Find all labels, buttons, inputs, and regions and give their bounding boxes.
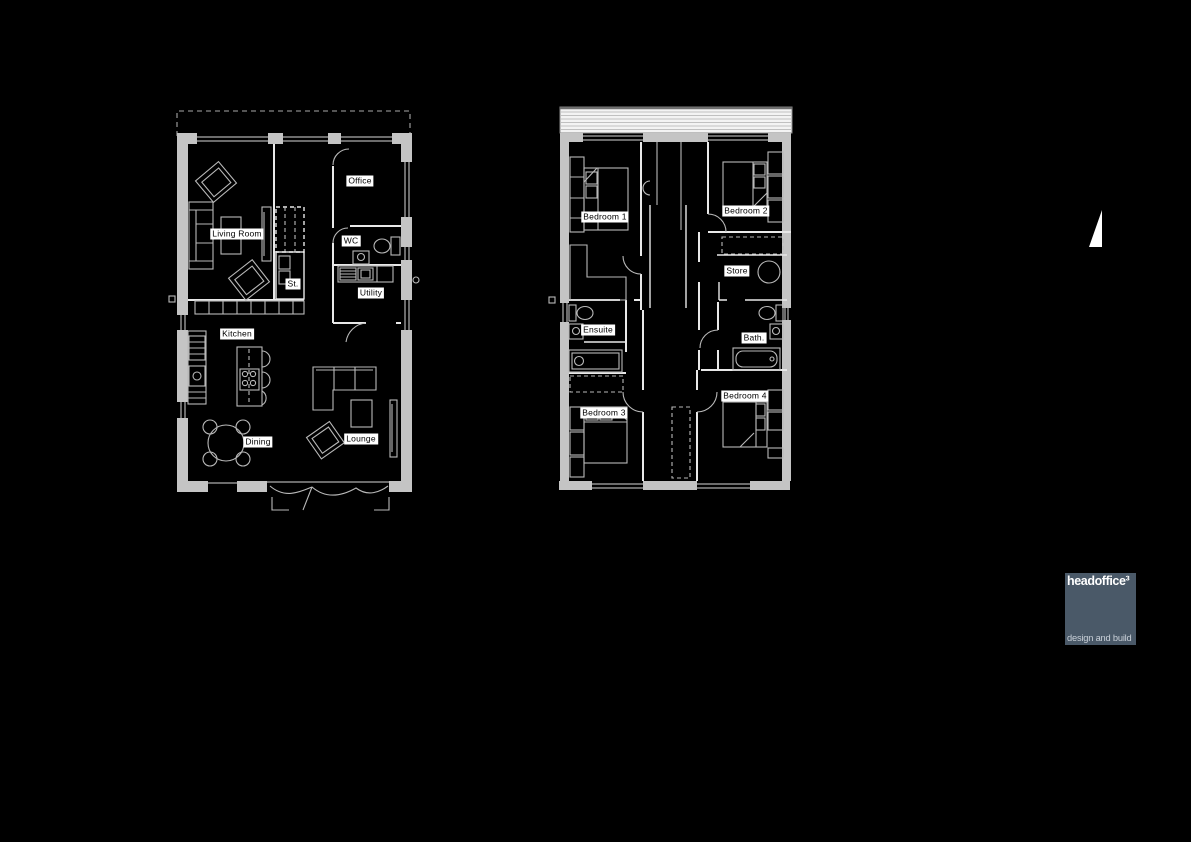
ff-bath [732,347,781,371]
ff-walls [559,133,791,490]
gf-bifold-doors-open [269,485,390,511]
gf-stairs [275,206,305,253]
ff-ensuite-toilet [568,304,594,322]
gf-store-cupboard [275,251,305,300]
gf-label-lounge: Lounge [344,433,378,445]
gf-windows [180,136,410,484]
ground-floor-plan [168,110,420,511]
ff-bath-toilet [758,304,784,322]
ff-label-ensuite: Ensuite [581,324,615,336]
ff-bed3-wardrobe-dashed [569,375,624,393]
ff-label-store: Store [724,265,750,277]
gf-corner-sofa [312,366,377,411]
gf-wc-basin [352,250,370,265]
gf-label-st: St. [285,278,301,290]
gf-kitchen-counter [187,330,207,405]
gf-walls [177,133,412,492]
gf-label-dining: Dining [243,436,273,448]
ff-windows [562,135,789,489]
ff-bedroom1-furniture [569,156,629,301]
gf-utility-counter [337,265,394,283]
gf-armchair-1 [194,160,238,204]
gf-roof-overhang-outline [176,110,411,136]
north-arrow-icon [1089,210,1102,247]
gf-wall-units [194,300,305,315]
ff-shower [568,349,623,373]
ff-level-marker [548,296,556,304]
ff-stairwell [642,142,687,308]
ff-label-bedroom-3: Bedroom 3 [580,407,628,419]
ff-label-bedroom-4: Bedroom 4 [721,390,769,402]
gf-level-marker [168,295,176,303]
first-floor-plan [548,106,793,490]
gf-label-office: Office [346,175,374,187]
ff-roof-band [559,106,793,134]
company-logo: headoffice³ design and build [1065,573,1136,645]
ff-landing-cupboard-dashed [671,406,691,479]
gf-label-kitchen: Kitchen [220,328,254,340]
gf-lounge-armchair [305,420,346,460]
gf-label-living-room: Living Room [210,228,264,240]
gf-side-table [350,399,373,428]
gf-kitchen-island [236,346,271,407]
gf-label-utility: Utility [357,287,385,299]
ff-bath-basin [769,323,784,340]
logo-title: headoffice³ [1067,574,1130,588]
ff-water-tank [757,260,781,284]
gf-label-wc: WC [341,235,361,247]
ff-label-bedroom-1: Bedroom 1 [581,211,629,223]
gf-lounge-tv [389,399,398,458]
gf-svp-marker [412,276,420,284]
logo-subtitle: design and build [1067,633,1132,643]
gf-armchair-2 [227,258,271,302]
gf-wc-toilet [373,236,401,256]
ff-label-bath: Bath. [741,332,767,344]
ff-label-bedroom-2: Bedroom 2 [722,205,770,217]
ff-store-shelf [717,236,787,284]
